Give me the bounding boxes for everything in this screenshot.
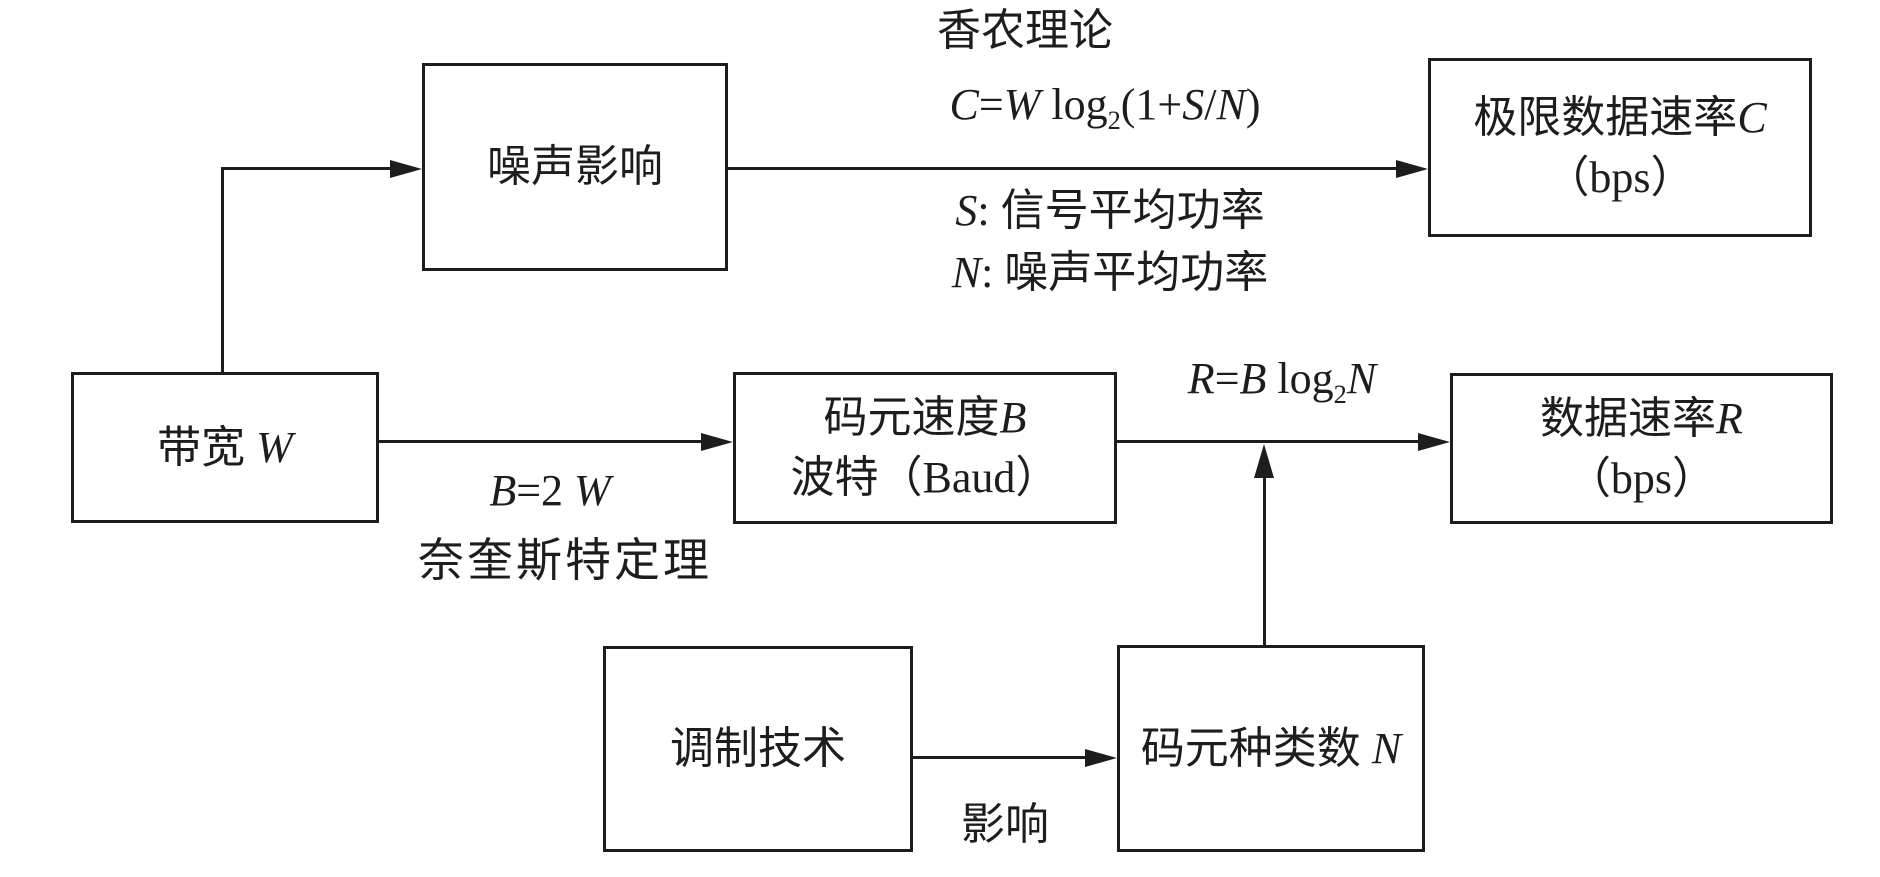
baud-rate-label: 码元速度B	[823, 393, 1027, 442]
impact-label: 影响	[961, 800, 1049, 849]
connector-horizontal-line	[221, 167, 392, 170]
symbol-types-label: 码元种类数 N	[1140, 723, 1402, 773]
arrow-right-icon	[1418, 433, 1450, 451]
rate-formula: R=B log2N	[1187, 354, 1377, 409]
data-rate-unit: （bps）	[1566, 453, 1717, 503]
connector-horizontal-line	[913, 756, 1087, 759]
shannon-formula: C=W log2(1+S/N)	[949, 80, 1261, 135]
noise-effect-box: 噪声影响	[422, 63, 728, 271]
arrow-up-icon	[1254, 444, 1274, 478]
modulation-box: 调制技术	[603, 646, 913, 852]
noise-effect-label: 噪声影响	[487, 142, 663, 191]
arrow-right-icon	[701, 433, 733, 451]
connector-vertical-line	[1263, 474, 1266, 645]
data-rate-box: 数据速率R （bps）	[1450, 373, 1833, 524]
max-data-rate-unit: （bps）	[1545, 152, 1695, 202]
shannon-theory-title: 香农理论	[937, 6, 1113, 55]
baud-rate-box: 码元速度B 波特（Baud）	[733, 372, 1117, 524]
nyquist-formula: B=2 W	[489, 466, 611, 515]
shannon-legend: S: 信号平均功率 N: 噪声平均功率	[900, 180, 1320, 304]
nyquist-theorem-title: 奈奎斯特定理	[418, 535, 712, 586]
bandwidth-box: 带宽 W	[71, 372, 379, 523]
noise-power-legend: N: 噪声平均功率	[951, 248, 1269, 297]
data-rate-label: 数据速率R	[1540, 393, 1743, 443]
arrow-right-icon	[1396, 160, 1428, 178]
signal-power-legend: S: 信号平均功率	[955, 186, 1265, 235]
max-data-rate-label: 极限数据速率C	[1473, 92, 1767, 142]
baud-rate-unit: 波特（Baud）	[790, 453, 1060, 502]
max-data-rate-box: 极限数据速率C （bps）	[1428, 58, 1812, 237]
symbol-types-box: 码元种类数 N	[1117, 645, 1425, 852]
arrow-right-icon	[1085, 749, 1117, 767]
connector-horizontal-line	[379, 440, 703, 443]
connector-horizontal-line	[1117, 440, 1420, 443]
connector-vertical-line	[221, 167, 224, 372]
connector-horizontal-line	[728, 167, 1398, 170]
modulation-label: 调制技术	[670, 724, 846, 773]
bandwidth-label: 带宽 W	[157, 422, 293, 472]
arrow-right-icon	[390, 160, 422, 178]
